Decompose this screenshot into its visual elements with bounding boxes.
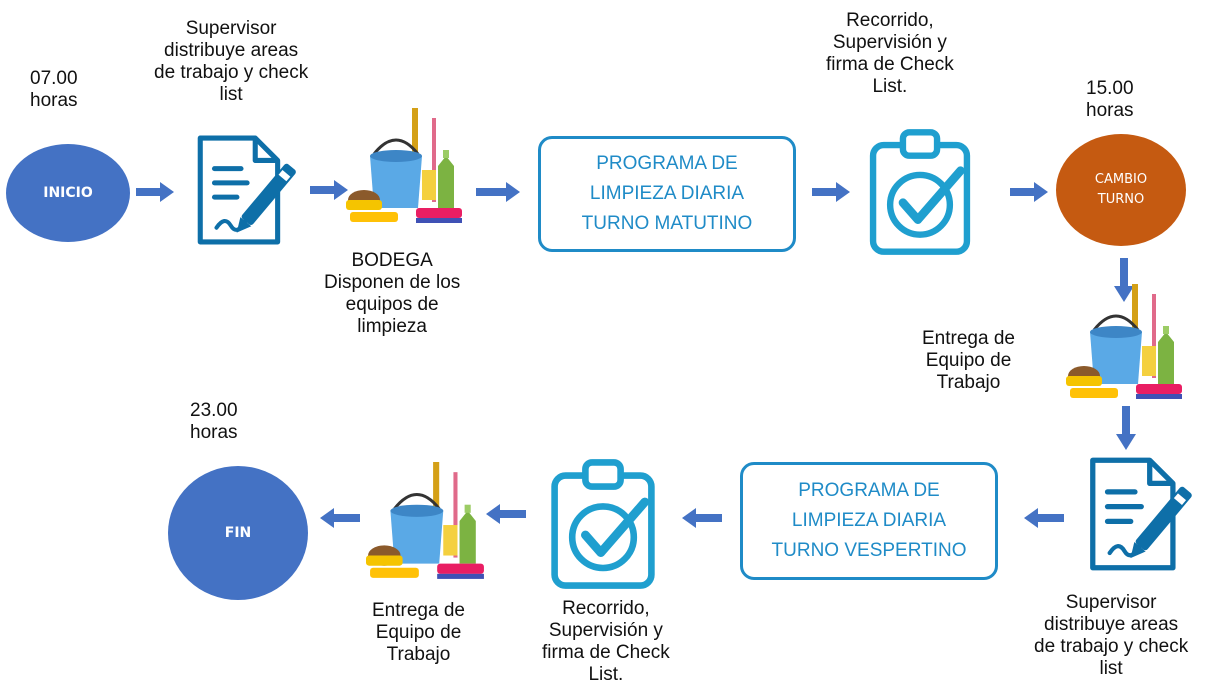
- cleaning-supplies-icon: [366, 462, 488, 584]
- document-pen-icon: [1080, 456, 1192, 572]
- arrow-icon: [1010, 182, 1048, 202]
- arrow-icon: [310, 180, 348, 200]
- cleaning-supplies-icon: [346, 108, 466, 228]
- shift-change-node: CAMBIO TURNO: [1056, 134, 1186, 246]
- arrow-icon: [1114, 258, 1134, 302]
- start-node: INICIO: [6, 144, 130, 242]
- document-pen-icon: [186, 134, 298, 246]
- arrow-icon: [476, 182, 520, 202]
- cleaning-supplies-icon: [1066, 284, 1186, 404]
- arrow-icon: [320, 508, 360, 528]
- shift-change-label-2: TURNO: [1097, 192, 1145, 207]
- arrow-icon: [486, 504, 526, 524]
- clipboard-check-icon: [548, 458, 658, 590]
- clipboard-check-icon: [866, 128, 974, 256]
- end-node: FIN: [168, 466, 308, 600]
- arrow-icon: [812, 182, 850, 202]
- arrow-icon: [1024, 508, 1064, 528]
- arrow-icon: [682, 508, 722, 528]
- arrow-icon: [136, 182, 174, 202]
- shift-change-label-1: CAMBIO: [1094, 172, 1148, 187]
- end-label: FIN: [224, 525, 252, 541]
- arrow-icon: [1116, 406, 1136, 450]
- start-label: INICIO: [43, 185, 93, 201]
